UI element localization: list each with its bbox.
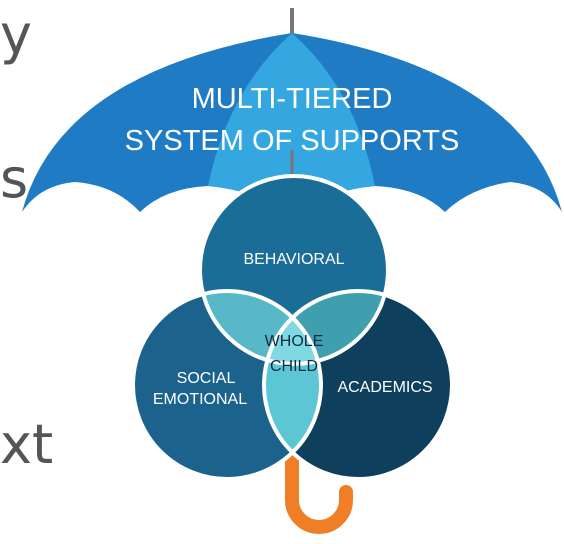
venn-outline-behavioral bbox=[198, 174, 390, 366]
label-child: CHILD bbox=[270, 358, 318, 375]
cropped-text-fragment: y bbox=[0, 3, 32, 66]
overlap-behavioral-academics bbox=[264, 291, 388, 364]
venn-outline-academics bbox=[262, 289, 454, 481]
umbrella-handle bbox=[285, 455, 353, 534]
label-social: SOCIAL bbox=[177, 370, 236, 387]
label-academics: ACADEMICS bbox=[337, 379, 432, 396]
venn-outline-social-emotional bbox=[131, 289, 323, 481]
label-emotional: EMOTIONAL bbox=[153, 391, 247, 408]
umbrella-title-line1: MULTI-TIERED bbox=[192, 83, 393, 115]
label-behavioral: BEHAVIORAL bbox=[243, 251, 344, 268]
cropped-text-fragment: s bbox=[0, 147, 29, 210]
overlap-behavioral-social bbox=[200, 291, 321, 364]
cropped-text-fragment: xt bbox=[0, 413, 54, 476]
label-whole: WHOLE bbox=[265, 333, 324, 350]
umbrella-center-panel bbox=[208, 33, 375, 212]
